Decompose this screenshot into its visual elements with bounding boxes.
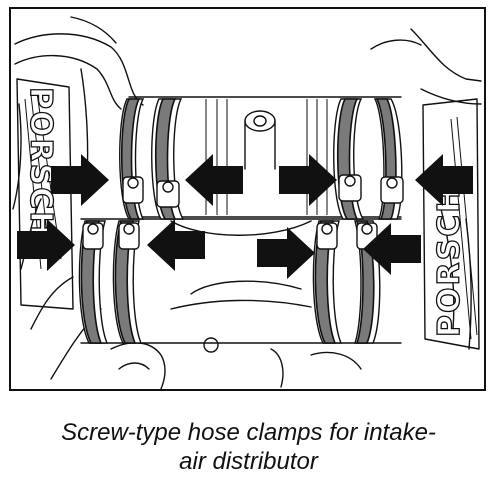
engine-background <box>12 16 482 389</box>
arrow-lower-left-right <box>17 219 75 271</box>
clamp-lower-left-inner <box>112 220 143 344</box>
figure-caption: Screw-type hose clamps for intake- air d… <box>0 418 497 476</box>
clamp-lower-right-inner <box>312 220 343 344</box>
hose-clamp-illustration: PORSCHE PORSCHE <box>12 16 482 389</box>
arrow-upper-center-right <box>279 154 337 206</box>
arrow-upper-right-left <box>415 154 473 206</box>
clamp-lower-left-outer <box>78 220 109 344</box>
caption-line-2: air distributor <box>179 448 318 475</box>
arrow-lower-center-right <box>257 227 315 279</box>
clamp-upper-left-outer <box>119 98 145 220</box>
figure-frame: PORSCHE PORSCHE <box>9 7 486 391</box>
clamp-upper-left-inner <box>151 98 185 220</box>
arrow-upper-left-right <box>51 154 109 206</box>
clamp-upper-right-outer <box>373 98 404 220</box>
clamp-upper-right-inner <box>333 98 365 220</box>
arrow-lower-right-left <box>363 223 421 275</box>
caption-line-1: Screw-type hose clamps for intake- <box>61 419 436 446</box>
arrow-upper-center-left <box>185 154 243 206</box>
arrow-lower-center-left <box>147 219 205 271</box>
